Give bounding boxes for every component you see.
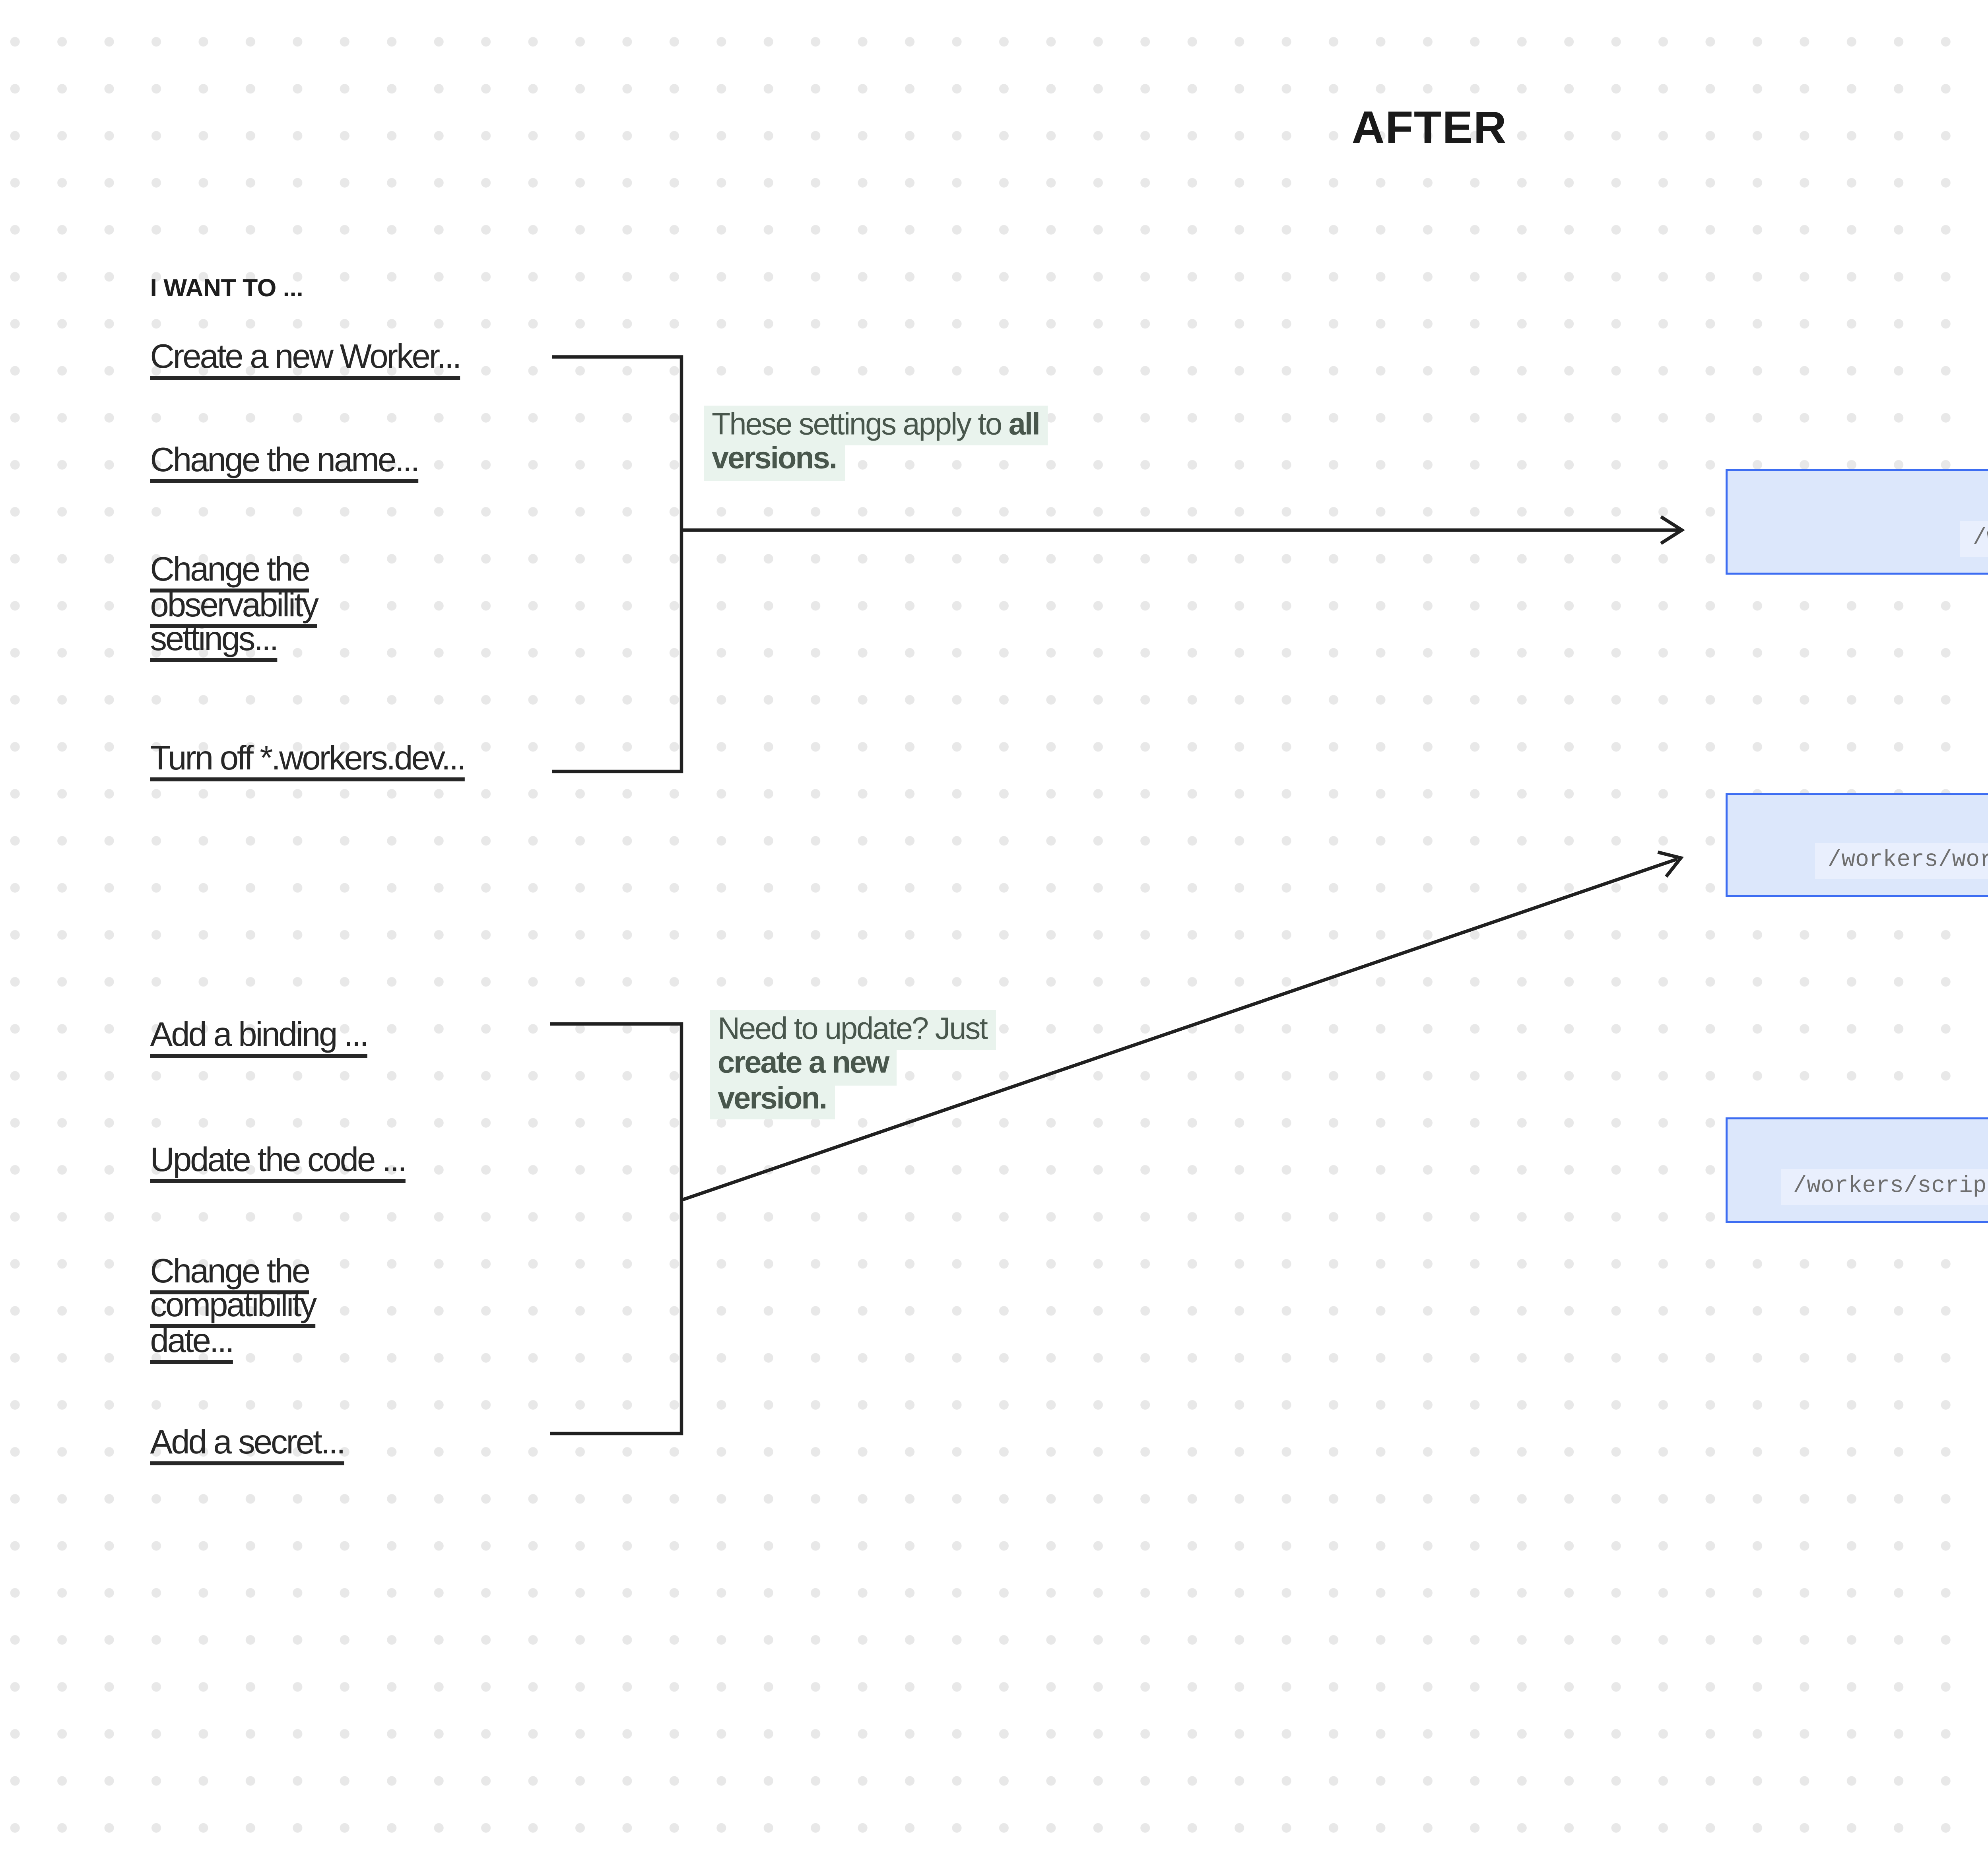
want-item-link[interactable]: Update the code ... — [150, 1140, 407, 1178]
annotation-line: create a new — [709, 1044, 996, 1085]
want-item: Change the name... — [150, 441, 420, 479]
deployment-box[interactable]: Deployment /workers/scripts/{script_name… — [1726, 1117, 1988, 1222]
want-item-link[interactable]: Add a secret... — [150, 1422, 346, 1461]
bracket-top-group — [552, 355, 683, 773]
want-item-link[interactable]: Add a binding ... — [150, 1016, 369, 1055]
highlight: Need to update? Just — [709, 1009, 996, 1050]
want-item: Add a secret... — [150, 1422, 346, 1461]
want-item-link[interactable]: Change the name... — [150, 441, 420, 479]
bracket-bottom-group — [550, 1022, 683, 1436]
highlight: versions. — [703, 439, 845, 480]
annotation-line: Need to update? Just — [709, 1009, 996, 1050]
want-item: Update the code ... — [150, 1140, 407, 1178]
want-item-link[interactable]: Turn off *.workers.dev... — [150, 740, 466, 778]
highlight: These settings apply to all — [703, 404, 1048, 445]
endpoint-path: /workers/workers — [1961, 521, 1988, 557]
highlight: version. — [709, 1078, 835, 1119]
arrow-to-version-head — [1657, 850, 1684, 878]
want-item: Create a new Worker... — [150, 337, 462, 375]
endpoint-path: /workers/workers/{worker_id}/versions — [1815, 843, 1988, 879]
version-box[interactable]: Version /workers/workers/{worker_id}/ver… — [1726, 792, 1988, 897]
arrow-to-version-line — [681, 857, 1678, 1202]
page-title: AFTER — [1351, 101, 1507, 153]
want-item: Turn off *.workers.dev... — [150, 740, 466, 778]
want-item: Add a binding ... — [150, 1016, 369, 1055]
arrow-to-worker-head — [1660, 515, 1685, 545]
annotation-line: version. — [709, 1078, 996, 1119]
worker-box[interactable]: Worker /workers/workers — [1726, 470, 1988, 575]
want-item-link[interactable]: Create a new Worker... — [150, 337, 462, 375]
annotation-line: versions. — [703, 439, 1048, 480]
highlight: create a new — [709, 1044, 897, 1085]
endpoint-path: /workers/scripts/{script_name}/deploymen… — [1781, 1168, 1988, 1204]
annotation-line: These settings apply to all — [703, 404, 1048, 445]
want-heading: I WANT TO ... — [150, 274, 303, 302]
